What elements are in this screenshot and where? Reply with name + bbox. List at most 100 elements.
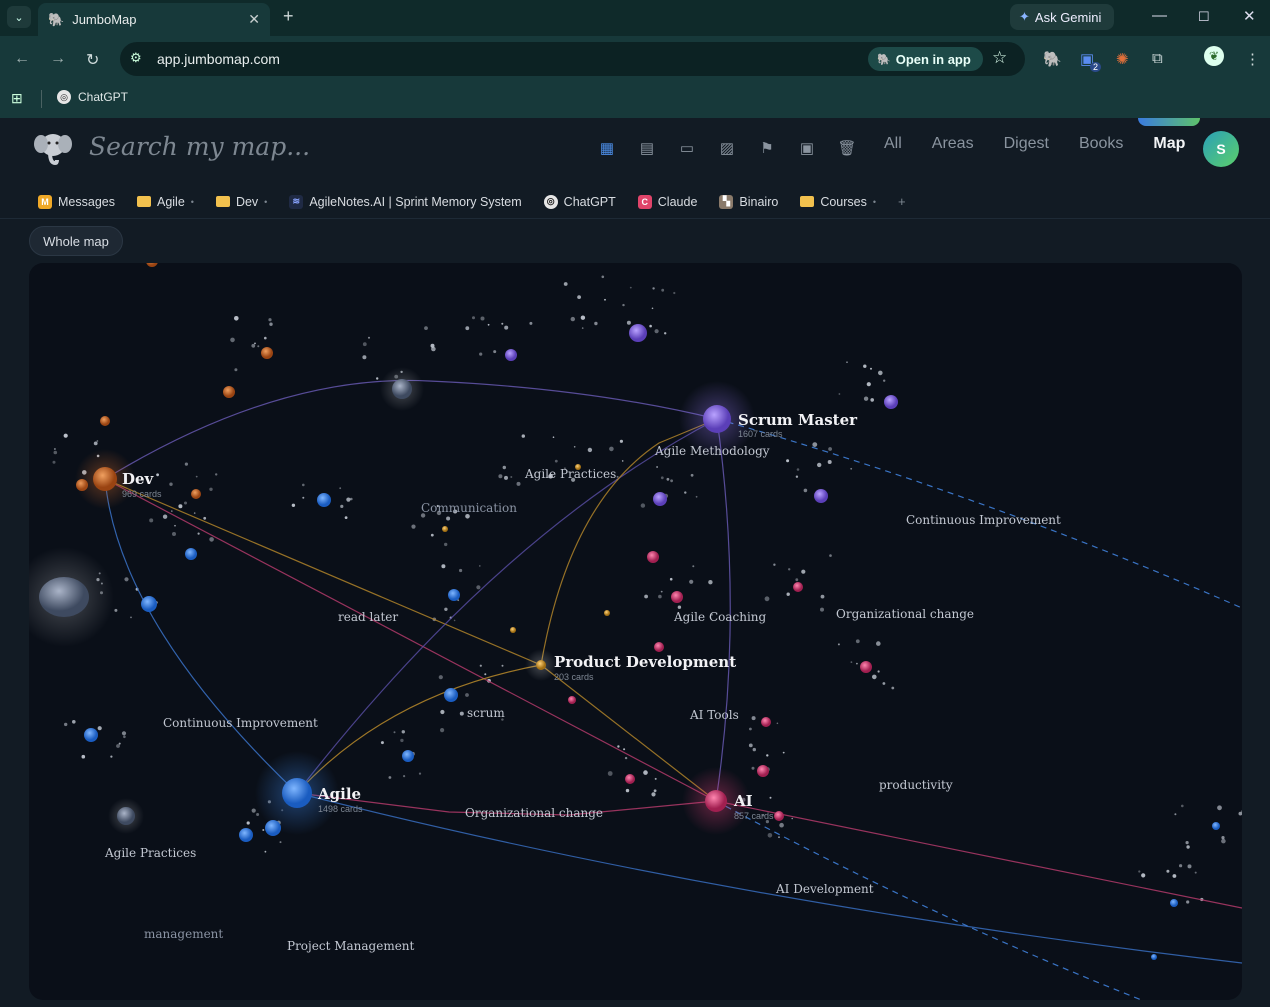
address-bar[interactable]: ⚙ app.jumbomap.com 🐘 Open in app ☆ — [120, 42, 1025, 76]
pin-messages[interactable]: M Messages — [38, 194, 115, 209]
knowledge-map-graph[interactable]: Scrum Master 1607 cards Dev 969 cards Pr… — [29, 263, 1242, 1000]
flag-view-icon[interactable]: ⚑ — [760, 140, 774, 157]
claude-extension-icon[interactable]: ✺ — [1116, 51, 1129, 68]
grid-view-icon[interactable]: ▦ — [599, 140, 615, 157]
open-in-app-button[interactable]: 🐘 Open in app — [868, 47, 983, 71]
bookmark-chatgpt[interactable]: ◎ ChatGPT — [57, 90, 128, 104]
read-later-node[interactable] — [317, 493, 331, 507]
nav-map[interactable]: Map — [1153, 135, 1186, 152]
hub-product-development[interactable] — [536, 660, 546, 670]
pink-node[interactable] — [568, 696, 576, 704]
notes-view-icon[interactable]: ▤ — [639, 140, 655, 157]
dropdown-chevron-icon[interactable]: • — [264, 196, 268, 207]
site-settings-icon[interactable]: ⚙ — [130, 50, 142, 65]
search-map-input[interactable]: Search my map... — [89, 132, 311, 161]
pink-node[interactable] — [761, 717, 771, 727]
ai-tools-node[interactable] — [671, 591, 683, 603]
close-tab-icon[interactable]: ✕ — [248, 11, 260, 27]
orange-node[interactable] — [223, 386, 235, 398]
user-avatar[interactable]: S — [1203, 131, 1239, 167]
extensions-puzzle-icon[interactable]: ⧉ — [1152, 50, 1163, 67]
jumbomap-extension-icon[interactable]: 🐘 — [1043, 51, 1062, 68]
jumbomap-elephant-logo-icon[interactable] — [33, 130, 73, 166]
pin-agilenotes[interactable]: ≋ AgileNotes.AI | Sprint Memory System — [289, 194, 522, 209]
gold-node[interactable] — [575, 464, 581, 470]
pink-node[interactable] — [654, 642, 664, 652]
blue-node[interactable] — [1151, 954, 1157, 960]
management-node[interactable] — [117, 807, 135, 825]
pin-binairo[interactable]: ▚ Binairo — [719, 194, 778, 209]
pin-dev[interactable]: Dev • — [215, 195, 268, 209]
map-canvas[interactable]: Scrum Master 1607 cards Dev 969 cards Pr… — [29, 263, 1242, 1000]
orange-node[interactable] — [191, 489, 201, 499]
productivity-node[interactable] — [860, 661, 872, 673]
ask-gemini-button[interactable]: ✦ Ask Gemini — [1010, 4, 1114, 30]
hub-nodes[interactable] — [75, 381, 755, 835]
bookmark-star-icon[interactable]: ☆ — [992, 48, 1008, 67]
back-arrow-icon[interactable]: ← — [14, 50, 30, 67]
agile-coaching-node[interactable] — [653, 492, 667, 506]
document-view-icon[interactable]: ▭ — [679, 140, 695, 157]
maximize-window-icon[interactable]: ☐ — [1198, 9, 1210, 24]
gold-node[interactable] — [442, 526, 448, 532]
forward-arrow-icon[interactable]: → — [50, 50, 66, 67]
blue-node[interactable] — [1212, 822, 1220, 830]
whole-map-button[interactable]: Whole map — [29, 226, 123, 256]
star-dot — [339, 487, 342, 490]
browser-tab[interactable]: 🐘 JumboMap ✕ — [38, 3, 270, 36]
agile-methodology-node[interactable] — [629, 324, 647, 342]
hub-agile[interactable] — [282, 778, 312, 808]
nav-all[interactable]: All — [884, 135, 902, 152]
pink-node[interactable] — [793, 582, 803, 592]
hub-dev[interactable] — [93, 467, 117, 491]
dropdown-chevron-icon[interactable]: • — [872, 196, 877, 207]
blue-node[interactable] — [402, 750, 414, 762]
blue-node[interactable] — [239, 828, 253, 842]
communication-node[interactable] — [392, 379, 412, 399]
continuous-improvement-node[interactable] — [884, 395, 898, 409]
agile-practices-node[interactable] — [505, 349, 517, 361]
agile-practices-blue-node[interactable] — [84, 728, 98, 742]
pink-node[interactable] — [774, 811, 784, 821]
close-window-icon[interactable]: ✕ — [1243, 8, 1256, 25]
add-pin-plus-icon[interactable]: + — [898, 194, 906, 209]
nav-areas[interactable]: Areas — [931, 135, 974, 152]
image-view-icon[interactable]: ▨ — [719, 140, 735, 157]
nav-books[interactable]: Books — [1078, 135, 1124, 152]
dropdown-chevron-icon[interactable]: • — [190, 196, 194, 207]
profile-avatar-icon[interactable]: ❦ — [1204, 46, 1224, 66]
pink-node[interactable] — [647, 551, 659, 563]
hub-scrum-master[interactable] — [703, 405, 731, 433]
browser-menu-icon[interactable]: ⋮ — [1245, 51, 1260, 68]
organizational-change-node[interactable] — [814, 489, 828, 503]
trash-view-icon[interactable]: 🗑 — [837, 140, 857, 157]
orange-node[interactable] — [100, 416, 110, 426]
blue-node[interactable] — [185, 548, 197, 560]
star-dot — [504, 325, 509, 330]
pin-chatgpt[interactable]: ◎ ChatGPT — [543, 194, 616, 209]
new-tab-plus-icon[interactable]: + — [283, 6, 294, 26]
ai-development-node[interactable] — [757, 765, 769, 777]
pink-node[interactable] — [625, 774, 635, 784]
minimize-window-icon[interactable]: — — [1152, 7, 1167, 24]
star-dot — [601, 275, 605, 279]
pin-claude[interactable]: C Claude — [637, 194, 697, 209]
gold-node[interactable] — [510, 627, 516, 633]
gold-node[interactable] — [604, 610, 610, 616]
hub-ai[interactable] — [705, 790, 727, 812]
apps-grid-icon[interactable]: ⊞ — [11, 90, 23, 106]
pin-courses[interactable]: Courses • — [800, 195, 876, 209]
archive-view-icon[interactable]: ▣ — [799, 140, 815, 157]
cluster-nodes[interactable] — [29, 263, 1220, 960]
organizational-change-blue-node[interactable] — [444, 688, 458, 702]
gray-planet-node[interactable] — [39, 577, 89, 617]
pin-agile[interactable]: Agile • — [136, 195, 194, 209]
orange-node[interactable] — [261, 347, 273, 359]
blue-node[interactable] — [1170, 899, 1178, 907]
continuous-improvement-blue-node[interactable] — [141, 596, 157, 612]
nav-digest[interactable]: Digest — [1003, 135, 1049, 152]
scrum-node[interactable] — [448, 589, 460, 601]
reload-icon[interactable]: ↻ — [86, 52, 100, 69]
tab-search-button[interactable]: ⌄ — [7, 6, 31, 28]
orange-node[interactable] — [146, 263, 158, 267]
